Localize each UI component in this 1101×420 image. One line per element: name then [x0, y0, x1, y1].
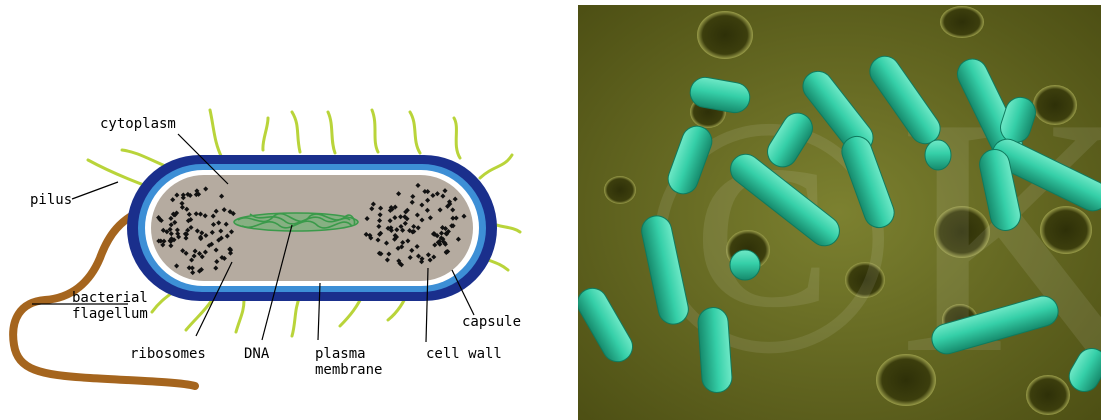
bacterium-rod [925, 140, 951, 170]
label-plasma-line1: plasma [315, 346, 366, 362]
bacterium-rod [730, 250, 760, 280]
label-pilus: pilus [30, 192, 72, 208]
dna-nucleoid [234, 213, 358, 231]
label-capsule: capsule [462, 314, 521, 330]
bacterial-cell-diagram: cytoplasm pilus bacterial flagellum ribo… [13, 110, 521, 386]
label-flagellum-line1: bacterial [72, 290, 148, 306]
label-plasma-line2: membrane [315, 362, 382, 378]
bacteria-micrograph: ©K [572, 5, 1101, 420]
label-ribosomes: ribosomes [130, 346, 206, 362]
bacterium-rod [697, 307, 733, 394]
label-dna: DNA [244, 346, 270, 362]
label-cytoplasm: cytoplasm [100, 116, 176, 132]
label-cell-wall: cell wall [426, 346, 502, 362]
label-flagellum-line2: flagellum [72, 306, 148, 322]
